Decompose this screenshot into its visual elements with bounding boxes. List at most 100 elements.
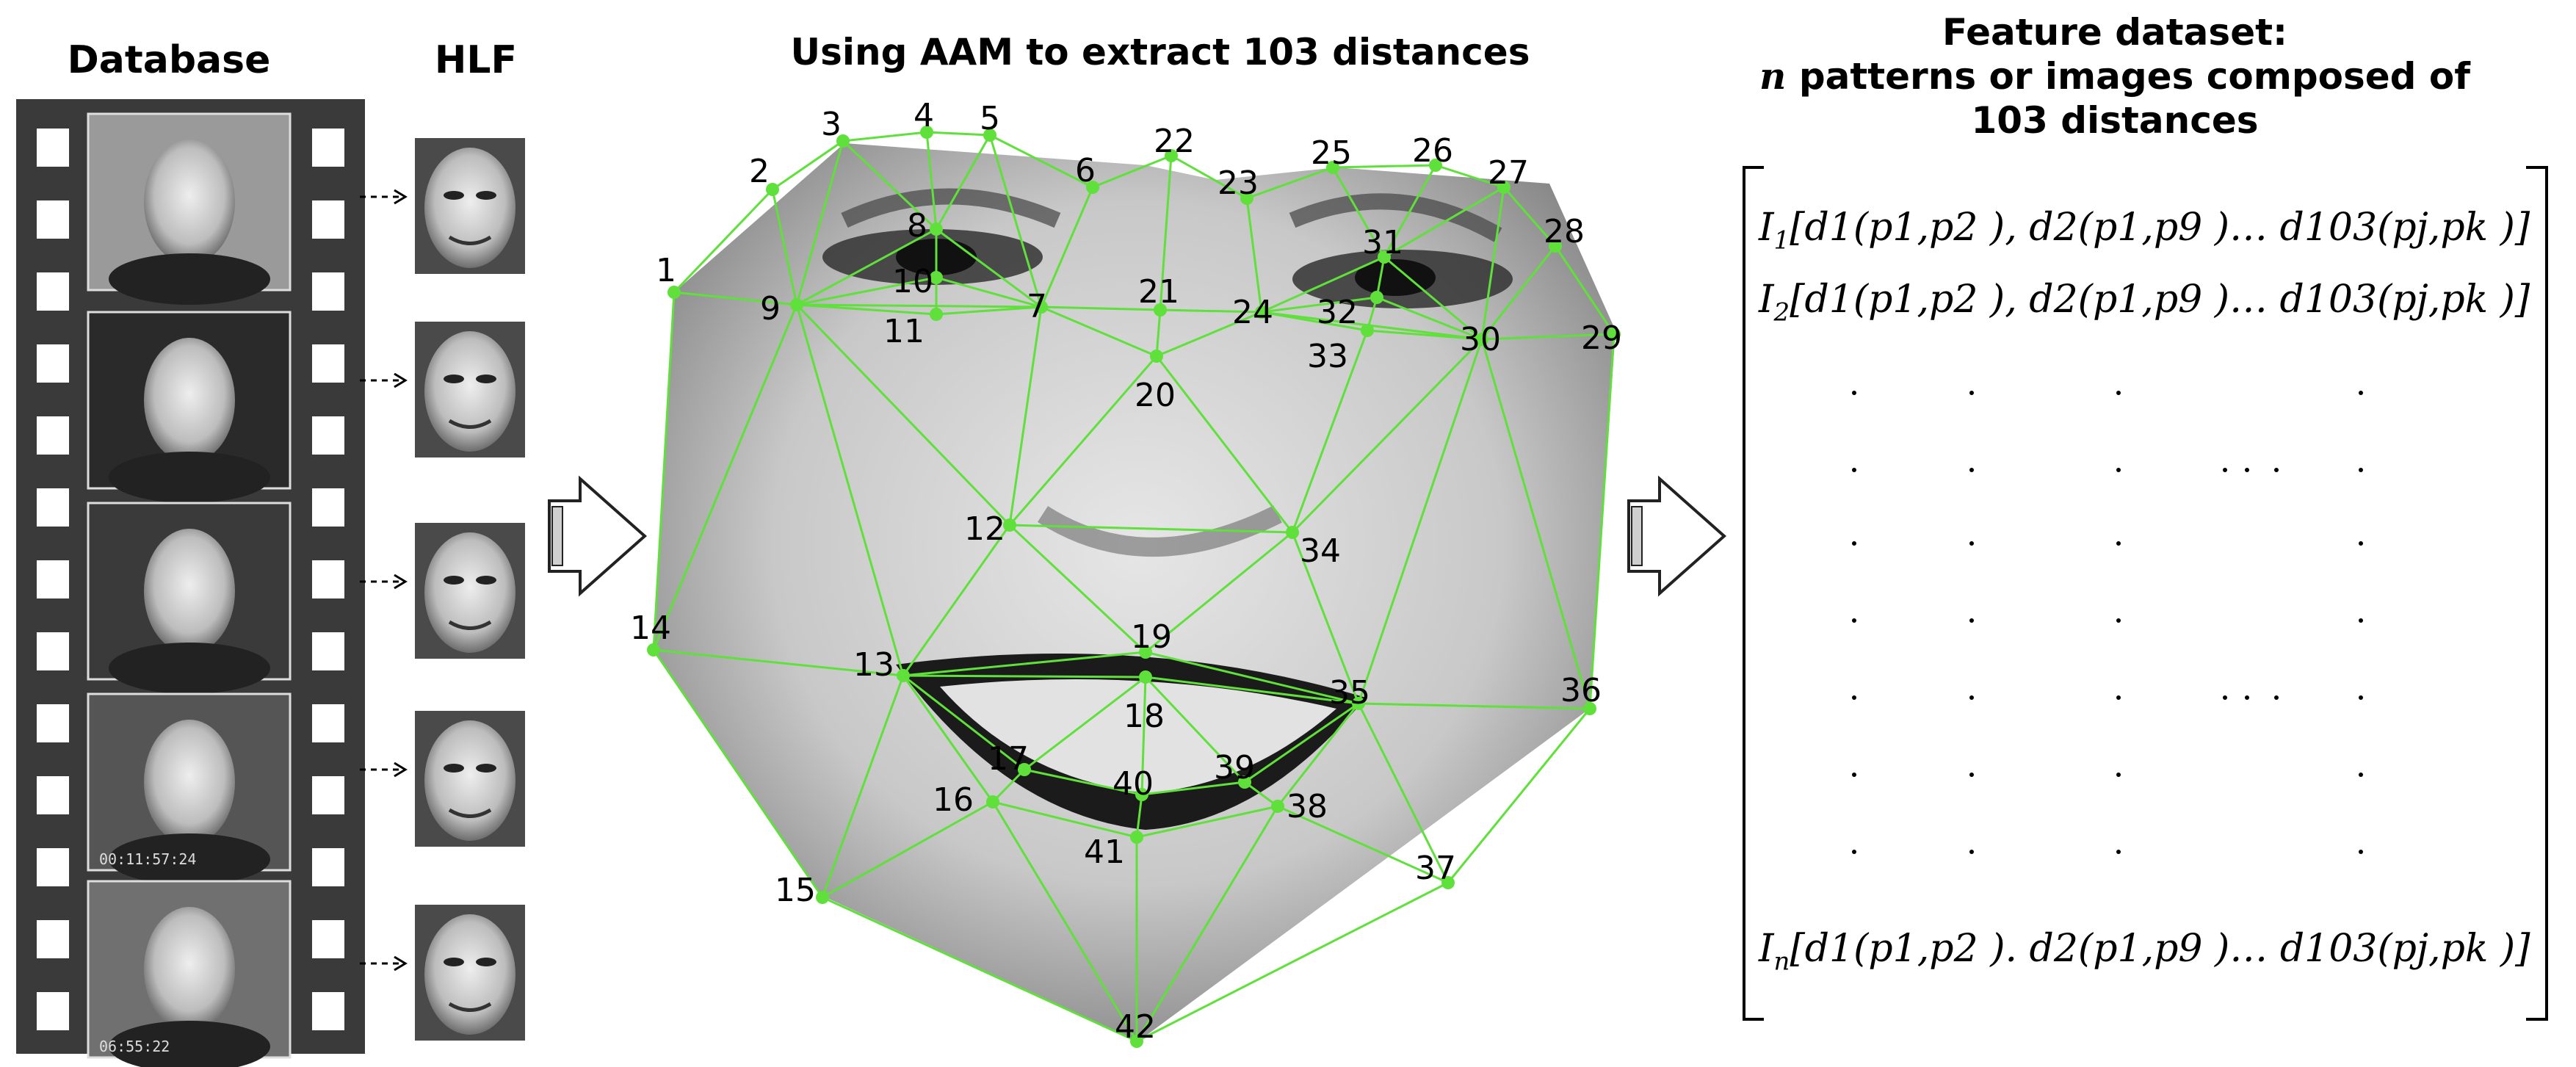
- matrix-row-1-text: [d1(p1,p2 ), d2(p1,p9 )… d103(pj,pk )]: [1790, 206, 2530, 250]
- matrix-row-n-subject: n: [1773, 947, 1790, 977]
- sprocket-hole: [312, 488, 344, 527]
- landmark-point: [930, 223, 943, 236]
- landmark-point: [1326, 161, 1339, 174]
- landmark-label: 8: [907, 207, 927, 245]
- matrix-dot: [1969, 541, 1974, 546]
- mesh-edge: [1155, 355, 1294, 533]
- matrix-dot: [1852, 773, 1856, 777]
- landmark-point: [1238, 775, 1251, 789]
- landmark-point: [1130, 1035, 1143, 1048]
- landmark-point: [1352, 697, 1365, 710]
- matrix-row-1-subject: 1: [1773, 225, 1790, 256]
- landmark-point: [1139, 670, 1152, 684]
- mesh-edge: [1261, 256, 1385, 314]
- matrix-dot: [2359, 695, 2363, 700]
- mesh-edge: [652, 304, 798, 651]
- landmark-label: 41: [1084, 833, 1125, 871]
- mesh-edge: [926, 131, 991, 137]
- mesh-edge: [1140, 676, 1147, 795]
- mesh-edge: [1502, 187, 1557, 247]
- landmark-label: 29: [1581, 319, 1622, 357]
- mesh-edge: [902, 524, 1011, 676]
- dashed-arrow-head: [394, 955, 408, 972]
- mesh-edge: [925, 131, 938, 230]
- landmark-label: 1: [656, 252, 676, 289]
- mesh-edge: [1291, 532, 1360, 704]
- matrix-dot: [2116, 541, 2121, 546]
- mesh-edge: [1135, 806, 1279, 1042]
- mesh-edge: [988, 134, 1043, 308]
- mesh-edge: [1041, 305, 1157, 358]
- landmark-point: [1583, 702, 1596, 715]
- landmark-label: 34: [1300, 532, 1341, 570]
- mesh-edge: [1367, 329, 1483, 341]
- landmark-point: [1361, 324, 1374, 337]
- landmark-point: [1370, 291, 1383, 304]
- matrix-dot: [2359, 850, 2363, 854]
- landmark-point: [1003, 518, 1016, 532]
- mesh-edge: [771, 189, 798, 305]
- landmark-label: 39: [1214, 749, 1255, 786]
- sprocket-hole: [37, 129, 69, 167]
- film-frame: 06:55:22: [87, 880, 292, 1067]
- matrix-dot: [2116, 695, 2121, 700]
- landmark-label: 42: [1115, 1008, 1156, 1046]
- sprocket-hole: [37, 992, 69, 1030]
- landmark-label: 17: [988, 740, 1029, 778]
- mesh-edge: [1135, 794, 1143, 838]
- mesh-edge: [1261, 296, 1378, 314]
- sprocket-hole: [37, 920, 69, 958]
- film-frame: [87, 311, 292, 503]
- film-frame: 00:11:57:24: [87, 692, 292, 885]
- mesh-edge: [1244, 702, 1359, 784]
- landmark-label: 18: [1124, 698, 1165, 735]
- landmark-label: 6: [1075, 152, 1096, 189]
- mesh-edge: [936, 228, 1042, 308]
- frame-timestamp: 00:11:57:24: [99, 850, 196, 868]
- landmark-point: [647, 643, 660, 657]
- mesh-edge: [1358, 702, 1591, 710]
- mesh-edge: [1144, 676, 1246, 784]
- matrix-right-bracket: [2526, 166, 2548, 1021]
- mesh-edge: [1136, 881, 1449, 1043]
- mesh-edge: [795, 304, 905, 676]
- mesh-edge: [1040, 187, 1094, 308]
- matrix-ellipsis-dots: [1852, 391, 2363, 854]
- mesh-edge: [1246, 166, 1334, 200]
- landmark-label: 11: [883, 313, 925, 350]
- landmark-label: 37: [1415, 850, 1456, 887]
- matrix-dot: [2116, 773, 2121, 777]
- landmark-label: 13: [853, 646, 894, 684]
- landmark-point: [1497, 181, 1510, 194]
- mesh-edge: [1331, 167, 1386, 258]
- matrix-dot: [2245, 468, 2249, 472]
- sprocket-hole: [312, 776, 344, 814]
- matrix-dot: [2223, 468, 2227, 472]
- landmark-label: 26: [1412, 132, 1453, 170]
- mesh-edge: [1171, 154, 1248, 200]
- landmark-point: [1607, 328, 1621, 341]
- sprocket-hole: [312, 992, 344, 1030]
- mesh-edge: [992, 800, 1137, 839]
- mesh-edge: [989, 134, 1093, 189]
- mesh-edge: [1145, 651, 1359, 705]
- face-photo: [144, 907, 235, 1032]
- landmark-point: [836, 134, 850, 148]
- film-sprockets: [37, 129, 344, 1030]
- mesh-edge: [822, 896, 1137, 1043]
- sprocket-hole: [37, 632, 69, 670]
- hlf-thumbnail: [415, 905, 525, 1041]
- landmark-point: [1086, 181, 1099, 194]
- mesh-edge: [673, 188, 774, 294]
- mesh-edge: [1008, 306, 1043, 526]
- mesh-edge: [1008, 355, 1158, 526]
- mesh-edge: [1092, 154, 1172, 189]
- mesh-edge: [991, 768, 1026, 803]
- sprocket-hole: [37, 776, 69, 814]
- mesh-edge: [902, 674, 1146, 679]
- mesh-edge: [1261, 311, 1368, 332]
- mesh-edge: [936, 305, 1042, 316]
- matrix-dot: [2359, 541, 2363, 546]
- arrow-to-aam-tail: [551, 506, 563, 566]
